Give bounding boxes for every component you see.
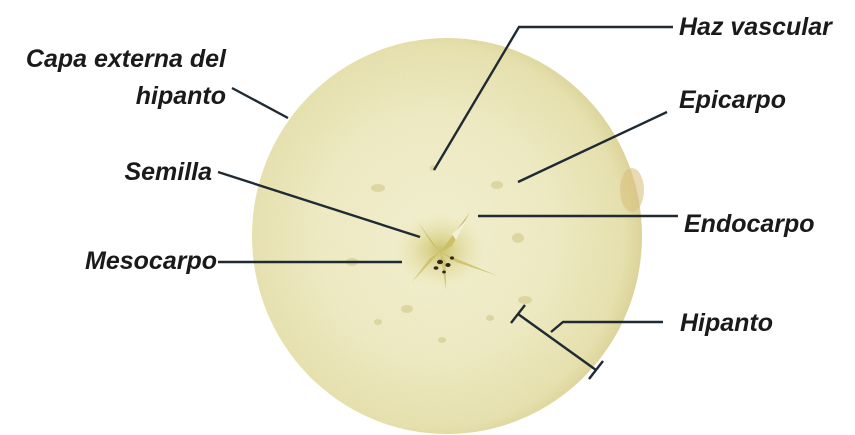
label-mesocarpo: Mesocarpo xyxy=(85,247,217,275)
label-endocarpo: Endocarpo xyxy=(684,210,815,238)
label-hipanto: Hipanto xyxy=(680,309,773,337)
apple-edge-spot xyxy=(620,168,644,212)
label-capa-externa-line2: hipanto xyxy=(136,82,226,110)
label-capa-externa-line1: Capa externa del xyxy=(26,45,227,73)
apple-slice xyxy=(252,38,644,434)
leader-capa-externa xyxy=(232,88,288,118)
label-haz-vascular: Haz vascular xyxy=(679,13,833,41)
label-epicarpo: Epicarpo xyxy=(679,86,786,114)
label-semilla: Semilla xyxy=(124,158,212,186)
